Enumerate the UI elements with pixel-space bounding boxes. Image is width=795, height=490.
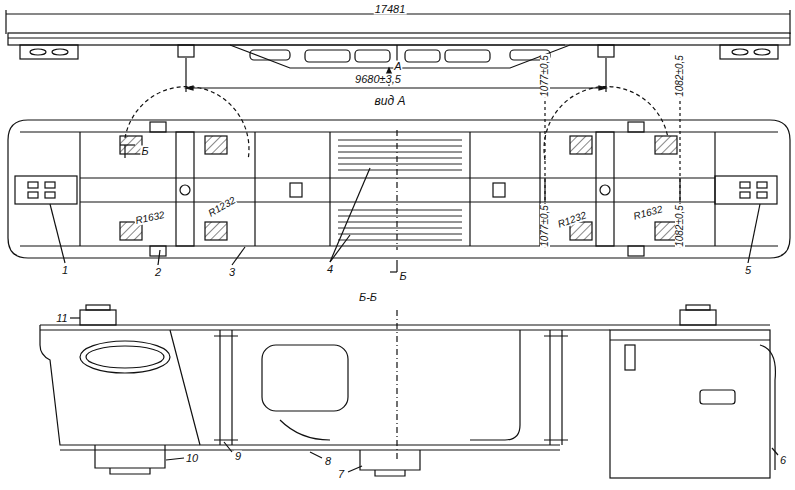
callout-number: 9 (234, 451, 242, 462)
dimension: 9680±3,5 (354, 74, 402, 85)
callout-number: 5 (744, 265, 752, 276)
section-title: Б-Б (358, 292, 378, 303)
dimension: 1077±0,5 (540, 54, 550, 98)
callout-number: 11 (55, 313, 68, 324)
radius-dimension: R1632 (134, 210, 167, 226)
callout-number: 8 (324, 456, 332, 467)
callout-number: 3 (228, 267, 236, 278)
callout-number: 10 (185, 453, 199, 464)
dimension: 1077±0,5 (540, 204, 550, 248)
callout-number: 1 (61, 265, 69, 276)
radius-dimension: R1232 (206, 195, 238, 219)
callout-number: 7 (337, 469, 345, 480)
dimension: 17481 (374, 4, 407, 15)
callout-number: 6 (779, 455, 787, 466)
view-mark: A (393, 61, 402, 72)
section-mark: Б (140, 146, 149, 157)
radius-dimension: R1632 (632, 204, 665, 222)
dimension: 1082±0,5 (675, 54, 685, 98)
callout-number: 2 (154, 267, 162, 278)
view-title: вид А (374, 95, 407, 107)
dimension: 1082±0,5 (675, 204, 685, 248)
section-mark: Б (398, 271, 407, 282)
callout-number: 4 (326, 264, 334, 275)
